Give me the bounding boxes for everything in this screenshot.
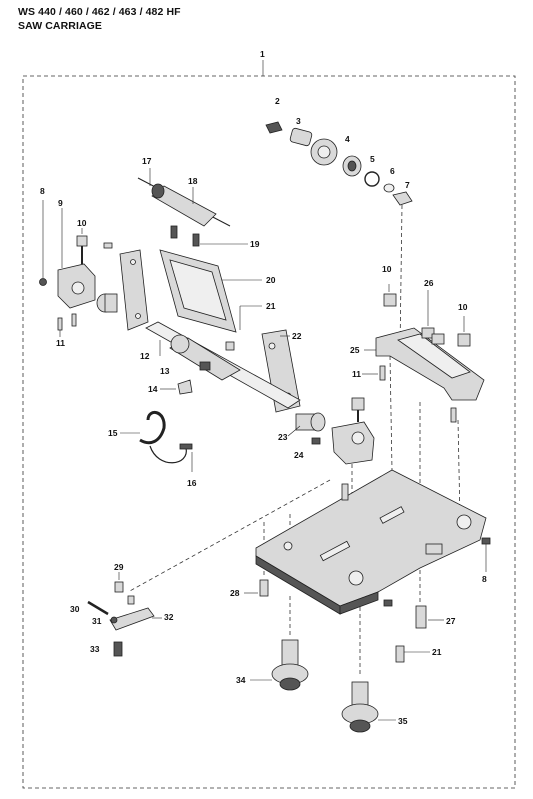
callout-21-bottom: 21 [432,647,442,657]
callout-3: 3 [296,116,301,126]
diagram-title-section: SAW CARRIAGE [18,20,103,32]
callout-18: 18 [188,176,198,186]
part-9-bracket[interactable] [57,263,96,309]
callout-9: 9 [58,198,63,208]
part-24-bracket-right[interactable] [331,421,375,465]
part-10-bolt-right[interactable] [457,333,471,347]
callout-11-left: 11 [56,338,65,348]
callout-5: 5 [370,154,375,164]
pin-right-small[interactable] [450,407,457,423]
callout-8-top: 8 [40,186,45,196]
part-7-block[interactable] [392,191,413,206]
callout-29: 29 [114,562,124,572]
callout-4: 4 [345,134,350,144]
assembly-boundary [22,75,516,789]
part-27-bolt[interactable] [415,605,427,629]
part-15-cable-guard[interactable] [139,411,187,464]
screw-top-left[interactable] [103,242,113,249]
part-6-circlip[interactable] [364,171,380,187]
callout-12: 12 [140,351,150,361]
part-23-roller-right[interactable] [295,412,326,432]
callout-32: 32 [164,612,174,622]
part-10-bolt-left[interactable] [76,235,88,264]
callout-22: 22 [292,331,302,341]
bolt-base-center[interactable] [341,483,349,501]
part-29-screw[interactable] [114,581,124,593]
part-12-shaft[interactable] [145,321,301,409]
part-7-washer[interactable] [383,183,395,193]
callout-30: 30 [70,604,80,614]
part-11-pin-right[interactable] [379,365,386,381]
part-31-pin[interactable] [110,616,118,624]
callout-8-bottom: 8 [482,574,487,584]
part-30-rod[interactable] [87,600,109,616]
base-plate[interactable] [255,469,487,615]
part-10-bolt-mid[interactable] [383,293,397,307]
callout-20: 20 [266,275,276,285]
callout-33: 33 [90,644,100,654]
callout-15: 15 [108,428,118,438]
callout-16: 16 [187,478,197,488]
callout-6: 6 [390,166,395,176]
callout-26: 26 [424,278,434,288]
nut-base-front[interactable] [383,599,393,607]
callout-21-top: 21 [266,301,276,311]
part-16-screw[interactable] [179,443,193,450]
part-25-rail[interactable] [375,327,485,401]
part-8-nut[interactable] [39,278,47,286]
callout-35: 35 [398,716,408,726]
carriage-arm-left[interactable] [119,249,149,331]
bolt-base-right[interactable] [481,537,491,545]
callout-31: 31 [92,616,102,626]
callout-23: 23 [278,432,288,442]
part-2-key[interactable] [265,121,283,134]
callout-14: 14 [148,384,158,394]
callout-24: 24 [294,450,304,460]
part-13-clip[interactable] [199,361,211,371]
part-33-spring[interactable] [113,641,123,657]
callout-11-right: 11 [352,369,361,379]
part-19-spring[interactable] [170,225,200,247]
part-32-clamp[interactable] [109,607,155,631]
part-4-gear[interactable] [310,138,338,166]
part-28-screw[interactable] [259,579,269,597]
callout-10-mid: 10 [382,264,392,274]
callout-27: 27 [446,616,456,626]
bolt-right-socket[interactable] [351,397,365,422]
callout-2: 2 [275,96,280,106]
bolt-23-small[interactable] [311,437,321,445]
part-26-slider-block[interactable] [421,327,445,345]
diagram-title-models: WS 440 / 460 / 462 / 463 / 482 HF [18,6,181,18]
part-35-wheel[interactable] [341,681,379,733]
part-11-pins-left[interactable] [57,313,77,331]
callout-10-right: 10 [458,302,468,312]
part-34-wheel[interactable] [271,639,309,691]
callout-10-left: 10 [77,218,87,228]
part-20-frame[interactable] [159,249,237,333]
roller-bushing-left[interactable] [96,293,118,313]
callout-7: 7 [405,180,410,190]
part-21-pin-bottom[interactable] [395,645,405,663]
part-14-bracket[interactable] [177,379,193,395]
callout-13: 13 [160,366,170,376]
part-18-tube[interactable] [151,183,217,227]
callout-1: 1 [260,49,265,59]
callout-34: 34 [236,675,246,685]
screw-middle[interactable] [225,341,235,351]
callout-28: 28 [230,588,240,598]
callout-17: 17 [142,156,152,166]
callout-25: 25 [350,345,360,355]
callout-19: 19 [250,239,260,249]
part-5-bearing[interactable] [342,155,362,177]
screw-base-left[interactable] [127,595,135,605]
part-3-shaft[interactable] [289,127,313,147]
